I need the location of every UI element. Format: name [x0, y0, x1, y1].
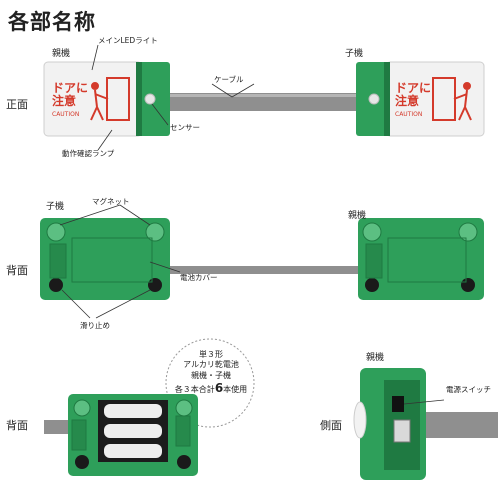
row-label-side: 側面 [320, 419, 342, 432]
page-title: 各部名称 [8, 10, 96, 34]
panel-line2: 注意 [395, 94, 420, 109]
label-power-switch: 電源スイッチ [446, 385, 491, 394]
power-switch [392, 396, 404, 412]
battery-note-pre: 各３本合計 [174, 385, 215, 395]
battery-note-line2: アルカリ乾電池 [183, 360, 239, 370]
battery-note-line1: 単３形 [199, 350, 223, 359]
battery-1 [104, 404, 162, 418]
panel-line2: 注意 [52, 94, 77, 109]
battery-note-line4: 各３本合計6本使用 [172, 381, 250, 397]
label-battery-cover: 電池カバー [180, 273, 218, 282]
label-child-front: 子機 [345, 49, 364, 59]
label-cable: ケーブル [214, 75, 244, 84]
battery-cover [71, 237, 153, 283]
label-anti-slip: 滑り止め [80, 321, 110, 330]
battery-3 [104, 444, 162, 458]
label-lamp: 動作確認ランプ [62, 149, 115, 158]
magnet [46, 222, 66, 242]
label-parent-back: 親機 [348, 211, 367, 221]
battery-note-line3: 親機・子機 [191, 370, 231, 380]
row-label-back: 背面 [6, 264, 28, 277]
door-person-icon [90, 77, 130, 121]
parent-panel-text: ドアに 注意 CAUTION [52, 81, 89, 119]
label-child-back: 子機 [46, 202, 65, 212]
panel-line1: ドアに [395, 81, 432, 95]
panel-caution: CAUTION [52, 111, 80, 119]
row-label-front: 正面 [6, 98, 28, 111]
battery-2 [104, 424, 162, 438]
anti-slip-pad [49, 278, 63, 292]
cable [160, 93, 360, 111]
label-magnet: マグネット [92, 197, 130, 206]
label-parent-front: 親機 [52, 49, 71, 59]
panel-line1: ドアに [52, 81, 89, 95]
battery-note: 単３形 アルカリ乾電池 親機・子機 各３本合計6本使用 [172, 350, 250, 397]
label-parent-side: 親機 [366, 353, 385, 363]
battery-note-count: 6 [214, 381, 224, 396]
label-main-led: メインLEDライト [98, 36, 158, 45]
child-panel-text: ドアに 注意 CAUTION [395, 81, 432, 119]
sensor [144, 93, 156, 105]
panel-caution: CAUTION [395, 111, 423, 119]
battery-note-post: 本使用 [223, 385, 248, 395]
row-label-back-batteries: 背面 [6, 419, 28, 432]
label-sensor: センサー [170, 123, 200, 132]
